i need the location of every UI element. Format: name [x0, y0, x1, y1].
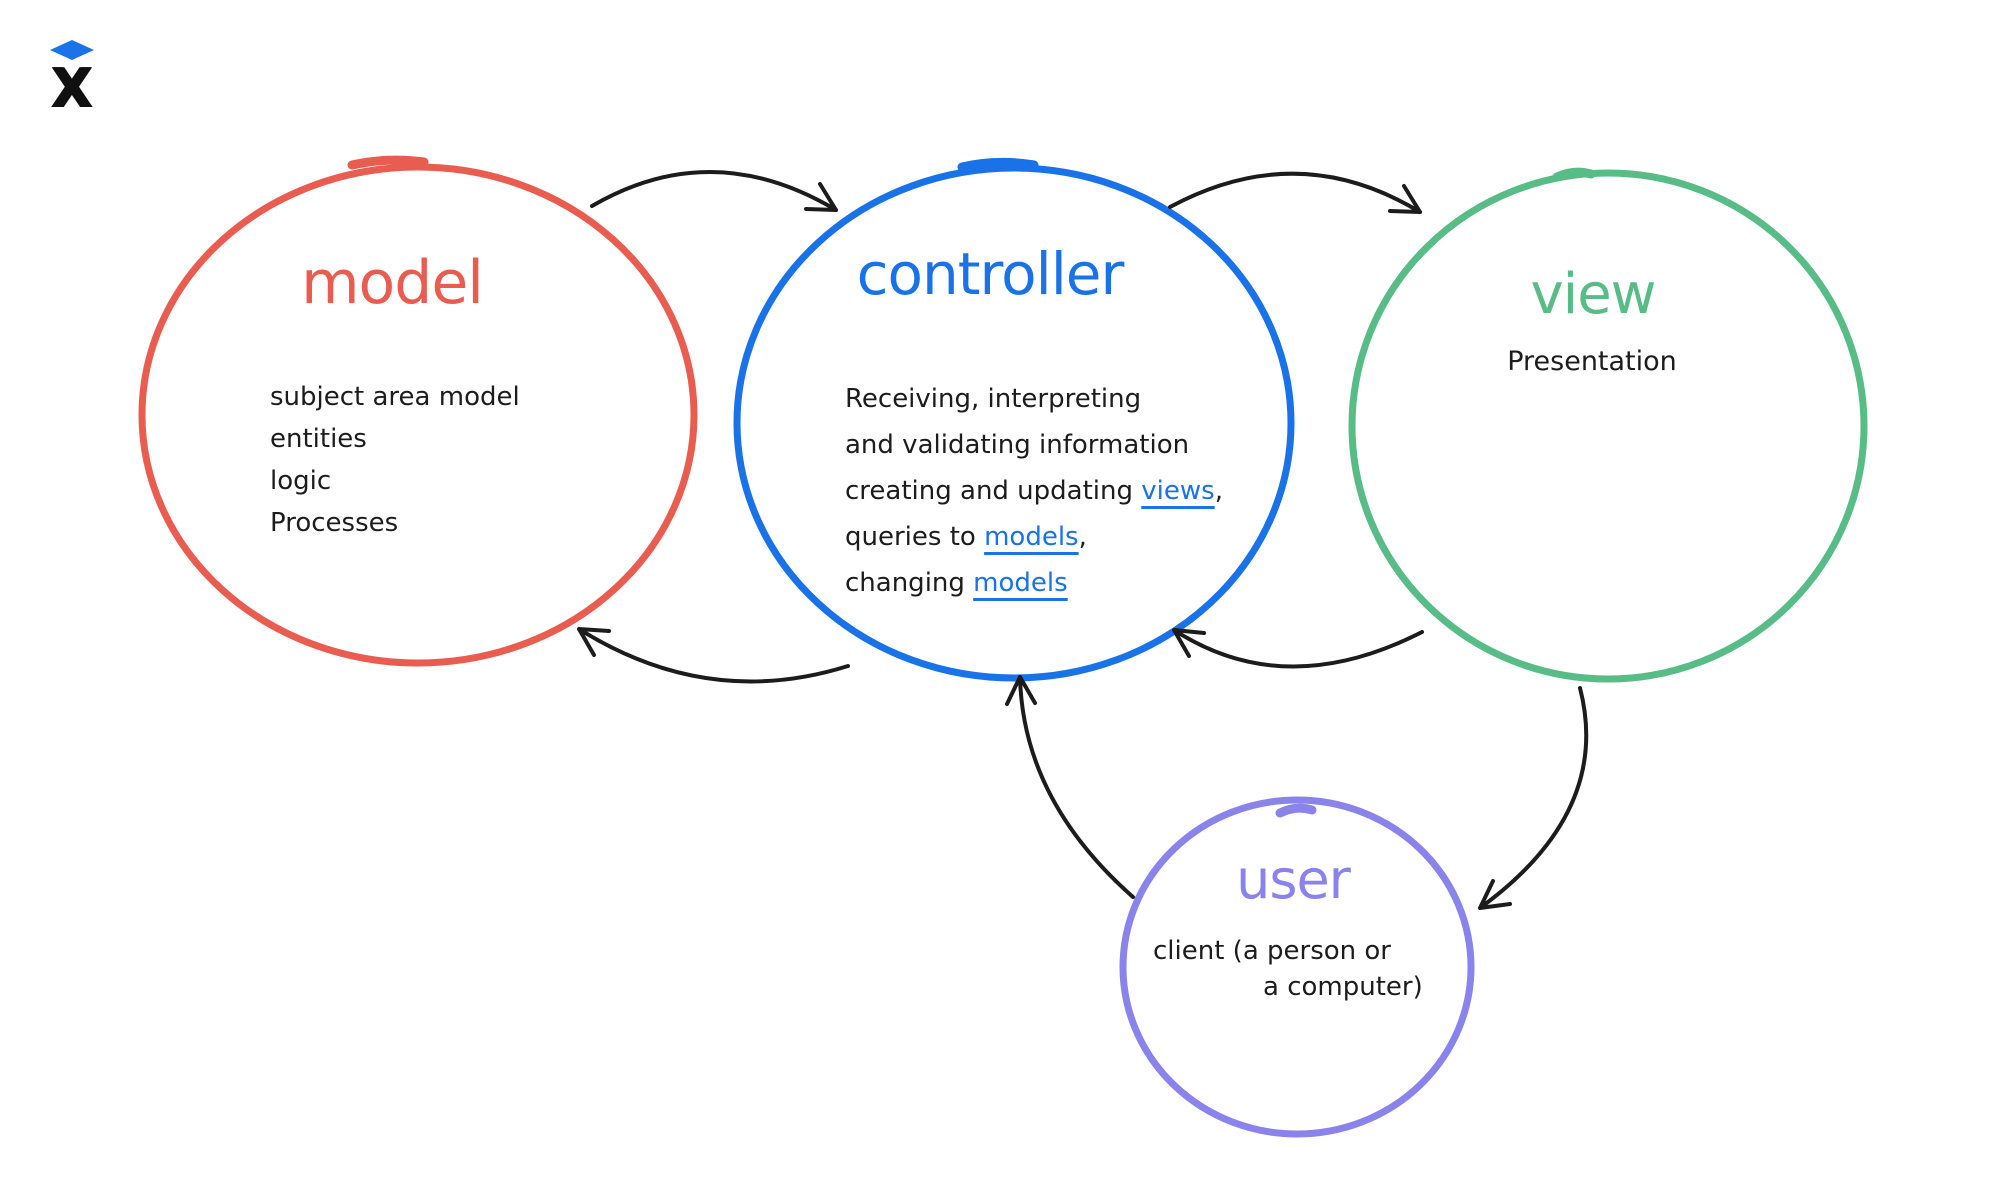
text-line: Receiving, interpreting — [845, 376, 1223, 422]
view-circle-stroke-overlap — [1552, 167, 1596, 182]
model-node-title: model — [301, 248, 484, 318]
controller-circle — [733, 164, 1295, 682]
model-node-list: subject area model entities logic Proces… — [270, 376, 520, 544]
arrow-model-to-controller — [590, 170, 838, 212]
logo-diamond-icon — [50, 40, 94, 60]
line-text: , — [1078, 522, 1087, 552]
model-circle-stroke-overlap — [347, 155, 429, 170]
logo-letter: X — [51, 57, 93, 120]
models-link[interactable]: models — [973, 568, 1068, 598]
text-line: queries to models, — [845, 514, 1223, 560]
models-link[interactable]: models — [984, 522, 1079, 552]
model-list-item: logic — [270, 466, 332, 496]
line-text: queries to — [845, 522, 985, 552]
user-node-description-line: a computer) — [1263, 972, 1423, 1002]
user-circle — [1119, 796, 1475, 1138]
controller-circle-stroke-overlap — [957, 157, 1039, 172]
text-line: and validating information — [845, 422, 1223, 468]
arrow-view-to-user — [1478, 686, 1589, 910]
line-text: creating and updating — [845, 476, 1142, 506]
arrow-view-to-controller — [1172, 628, 1424, 669]
controller-node-description: Receiving, interpreting and validating i… — [845, 376, 1223, 606]
views-link[interactable]: views — [1141, 476, 1215, 506]
model-list-item: subject area model — [270, 382, 520, 412]
text-line: changing models — [845, 560, 1223, 606]
line-text: , — [1214, 476, 1223, 506]
view-node-description: Presentation — [1507, 346, 1677, 377]
controller-node-title: controller — [856, 240, 1125, 308]
brand-logo: X — [48, 38, 96, 116]
line-text: changing — [845, 568, 974, 598]
model-list-item: entities — [270, 424, 367, 454]
user-node-title: user — [1236, 848, 1351, 911]
text-line: creating and updating views, — [845, 468, 1223, 514]
arrow-controller-to-model — [577, 627, 850, 684]
user-node-description-line: client (a person or — [1153, 936, 1391, 966]
arrow-controller-to-view — [1168, 171, 1422, 214]
line-text: Receiving, interpreting — [845, 384, 1142, 414]
view-node-title: view — [1530, 262, 1657, 327]
view-circle — [1348, 169, 1868, 683]
line-text: and validating information — [845, 430, 1190, 460]
user-circle-stroke-overlap — [1275, 803, 1317, 818]
model-list-item: Processes — [270, 508, 399, 538]
arrow-user-to-controller — [1005, 675, 1135, 899]
model-circle — [138, 163, 698, 667]
